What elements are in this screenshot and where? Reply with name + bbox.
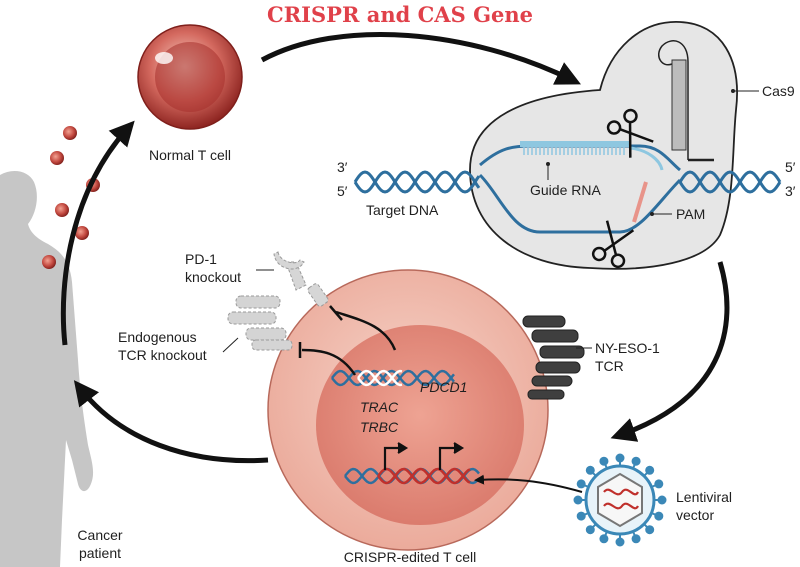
arrow-normal-to-cas9 <box>260 31 581 85</box>
transgene-dna <box>344 467 480 485</box>
normal-t-cell <box>137 24 243 130</box>
endogenous-tcr-label-1: Endogenous <box>118 329 197 345</box>
knockout-inhibition-lines <box>298 305 397 376</box>
human-silhouette-icon <box>0 170 94 567</box>
guide-rna-label: Guide RNA <box>530 182 601 198</box>
promoter-arrow-icon <box>438 442 465 470</box>
nyeso1-label-2: TCR <box>595 358 624 374</box>
pam-label: PAM <box>676 206 705 222</box>
normal-t-cell-label: Normal T cell <box>149 147 231 163</box>
scissors-icon <box>591 220 635 269</box>
prime-5-left: 5′ <box>337 183 348 199</box>
cancer-patient-label-2: patient <box>79 545 121 561</box>
endogenous-tcr-label-2: TCR knockout <box>118 347 207 363</box>
promoter-arrow-icon <box>383 442 409 470</box>
lentivirus-icon <box>584 464 656 536</box>
lentivirus-spikes <box>573 453 667 547</box>
prime-5-right: 5′ <box>785 159 796 175</box>
gene-pdcd1: PDCD1 <box>420 379 467 395</box>
arrow-edited-to-patient <box>73 380 269 464</box>
nyeso1-tcr-receptor <box>522 315 585 400</box>
target-dna-label: Target DNA <box>366 202 439 218</box>
nucleus-dna <box>331 369 455 387</box>
cycle-arrows <box>60 31 730 464</box>
diagram-title: CRISPR and CAS Gene <box>267 2 533 27</box>
arrow-vector-to-nucleus <box>474 474 583 493</box>
lentiviral-label-1: Lentiviral <box>676 489 732 505</box>
cas9-label: Cas9 <box>762 83 795 99</box>
gene-trac: TRAC <box>360 399 399 415</box>
scissors-icon <box>606 108 654 158</box>
lentiviral-label-2: vector <box>676 507 714 523</box>
prime-3-left: 3′ <box>337 159 348 175</box>
target-dna-helix <box>353 170 782 194</box>
cancer-patient-label-1: Cancer <box>77 527 122 543</box>
nyeso1-label-1: NY-ESO-1 <box>595 340 660 356</box>
pd1-knockout-label-2: knockout <box>185 269 241 285</box>
prime-3-right: 3′ <box>785 183 796 199</box>
arrow-cas9-to-edited <box>610 261 730 442</box>
arrow-patient-to-normal <box>60 120 135 346</box>
guide-rna-bases <box>523 147 625 155</box>
unwound-dna <box>478 141 682 234</box>
crispr-edited-t-cell <box>267 269 549 551</box>
pam-segment <box>632 181 648 223</box>
gene-trbc: TRBC <box>360 419 399 435</box>
pd1-knockout-label-1: PD-1 <box>185 251 217 267</box>
pd1-knockout-receptor <box>273 251 329 307</box>
crispr-edited-label: CRISPR-edited T cell <box>344 549 477 565</box>
endogenous-tcr-receptor <box>227 295 293 351</box>
